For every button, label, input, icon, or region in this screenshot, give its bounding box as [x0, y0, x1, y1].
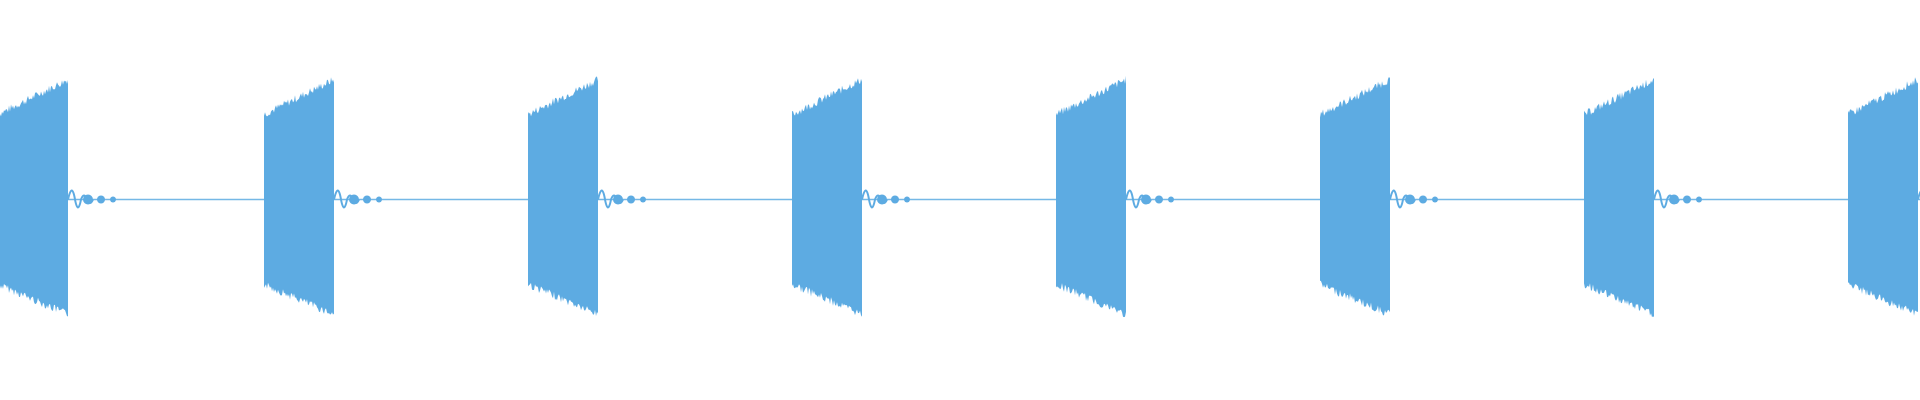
waveform-blip [376, 196, 382, 203]
waveform-blip [1683, 195, 1691, 204]
waveform-blip [1168, 196, 1174, 203]
waveform-blip [904, 196, 910, 203]
waveform-blip [1419, 195, 1427, 204]
waveform-blip [1155, 195, 1163, 204]
waveform-burst-6 [1320, 76, 1390, 316]
waveform-blip [891, 195, 899, 204]
waveform-blip [613, 194, 623, 205]
waveform-blip [1141, 194, 1151, 205]
waveform-burst-7 [1584, 77, 1654, 318]
waveform-blip [349, 194, 359, 205]
waveform-blip [640, 196, 646, 203]
waveform-burst-4 [792, 78, 862, 317]
waveform-blip [877, 194, 887, 205]
waveform-blip [1669, 194, 1679, 205]
waveform-blip [1405, 194, 1415, 205]
waveform-blip [1432, 196, 1438, 203]
waveform-blip [627, 195, 635, 204]
waveform-blip [110, 196, 116, 203]
waveform-burst-2 [264, 77, 334, 315]
waveform-blip [1696, 196, 1702, 203]
waveform-burst-5 [1056, 75, 1126, 318]
waveform-blip [363, 195, 371, 204]
waveform-burst-8 [1848, 77, 1918, 316]
waveform-burst-1 [0, 79, 68, 317]
waveform-blip [83, 194, 93, 205]
waveform-bursts [0, 75, 1920, 318]
waveform-burst-3 [528, 76, 598, 316]
waveform-blip [97, 195, 105, 204]
